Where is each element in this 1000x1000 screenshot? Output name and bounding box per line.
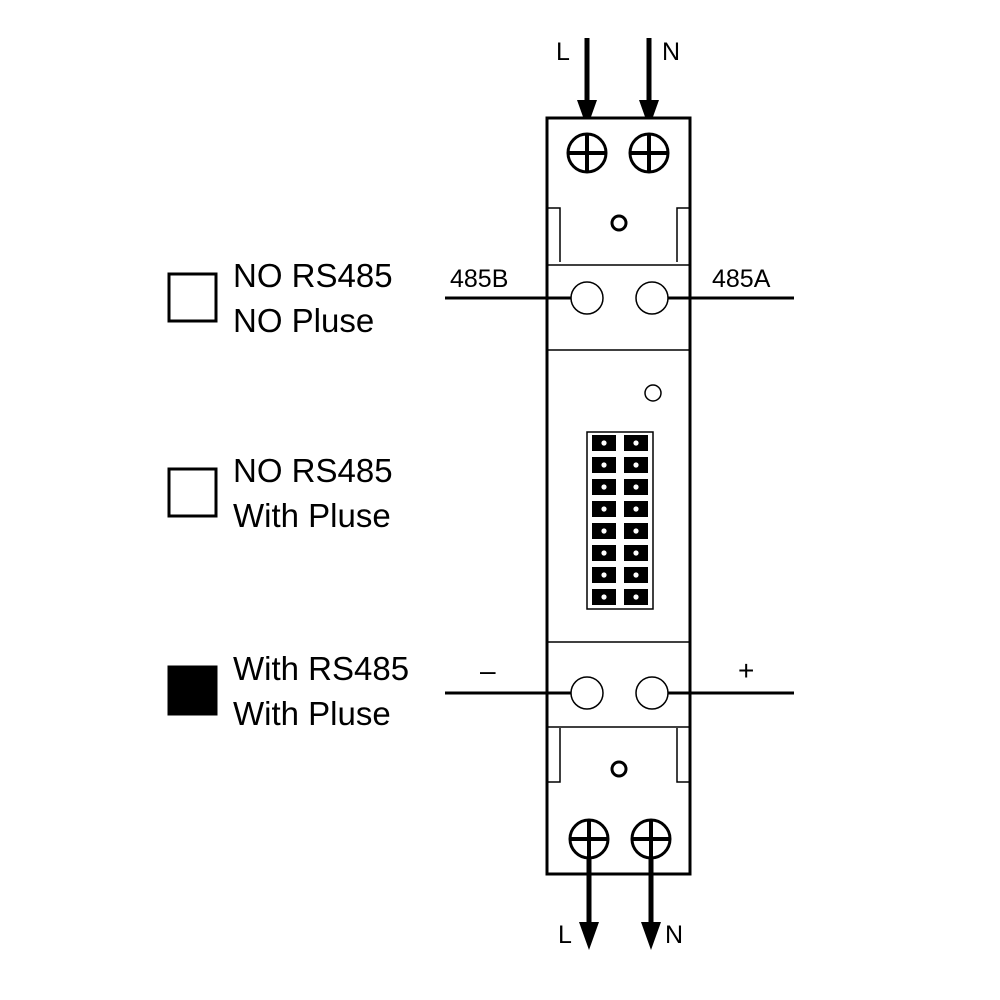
top-left-screw-terminal [566, 132, 608, 174]
display-cell-dot [601, 550, 607, 556]
option-1-line-1: NO RS485 [233, 257, 393, 294]
display-cell-dot [633, 462, 639, 468]
bottom-right-load-arrow [641, 858, 661, 950]
display-cell-dot [633, 506, 639, 512]
top-mount-hole [610, 214, 628, 232]
display-cell-dot [601, 440, 607, 446]
485b-terminal [570, 281, 604, 315]
display-cell-dot [633, 572, 639, 578]
option-2-line-1: NO RS485 [233, 452, 393, 489]
display-cell-dot [601, 462, 607, 468]
display-cell-dot [601, 484, 607, 490]
bottom-right-screw-terminal [630, 818, 672, 860]
bottom-mount-hole [610, 760, 628, 778]
pulse-negative-label: – [480, 655, 496, 686]
485a-terminal [635, 281, 669, 315]
display-cell-dot [633, 594, 639, 600]
display-cell-dot [601, 506, 607, 512]
top-left-supply-arrow [577, 38, 597, 128]
counter-display-module [586, 431, 654, 610]
display-cell-dot [601, 528, 607, 534]
option-3-line-2: With Pluse [233, 695, 391, 732]
bottom-left-load-label: L [558, 921, 572, 949]
led-indicator [644, 384, 662, 402]
option-1-line-2: NO Pluse [233, 302, 374, 339]
485a-label: 485A [712, 265, 771, 293]
display-cell-dot [633, 440, 639, 446]
option-checkbox-3 [167, 665, 218, 716]
pulse-negative-terminal [570, 676, 604, 710]
top-left-supply-label: L [556, 38, 570, 66]
display-cell-dot [601, 594, 607, 600]
pulse-positive-label: + [738, 655, 754, 686]
top-right-supply-arrow [639, 38, 659, 128]
display-cell-dot [601, 572, 607, 578]
option-checkbox-1 [167, 272, 218, 323]
bottom-left-screw-terminal [568, 818, 610, 860]
option-2-line-2: With Pluse [233, 497, 391, 534]
option-3-line-1: With RS485 [233, 650, 409, 687]
bottom-left-load-arrow [579, 858, 599, 950]
display-cell-dot [633, 550, 639, 556]
bottom-right-load-label: N [665, 921, 683, 949]
top-right-screw-terminal [628, 132, 670, 174]
top-right-supply-label: N [662, 38, 680, 66]
pulse-positive-terminal [635, 676, 669, 710]
display-cell-dot [633, 484, 639, 490]
option-checkbox-2 [167, 467, 218, 518]
display-cell-dot [633, 528, 639, 534]
485b-label: 485B [450, 265, 508, 293]
